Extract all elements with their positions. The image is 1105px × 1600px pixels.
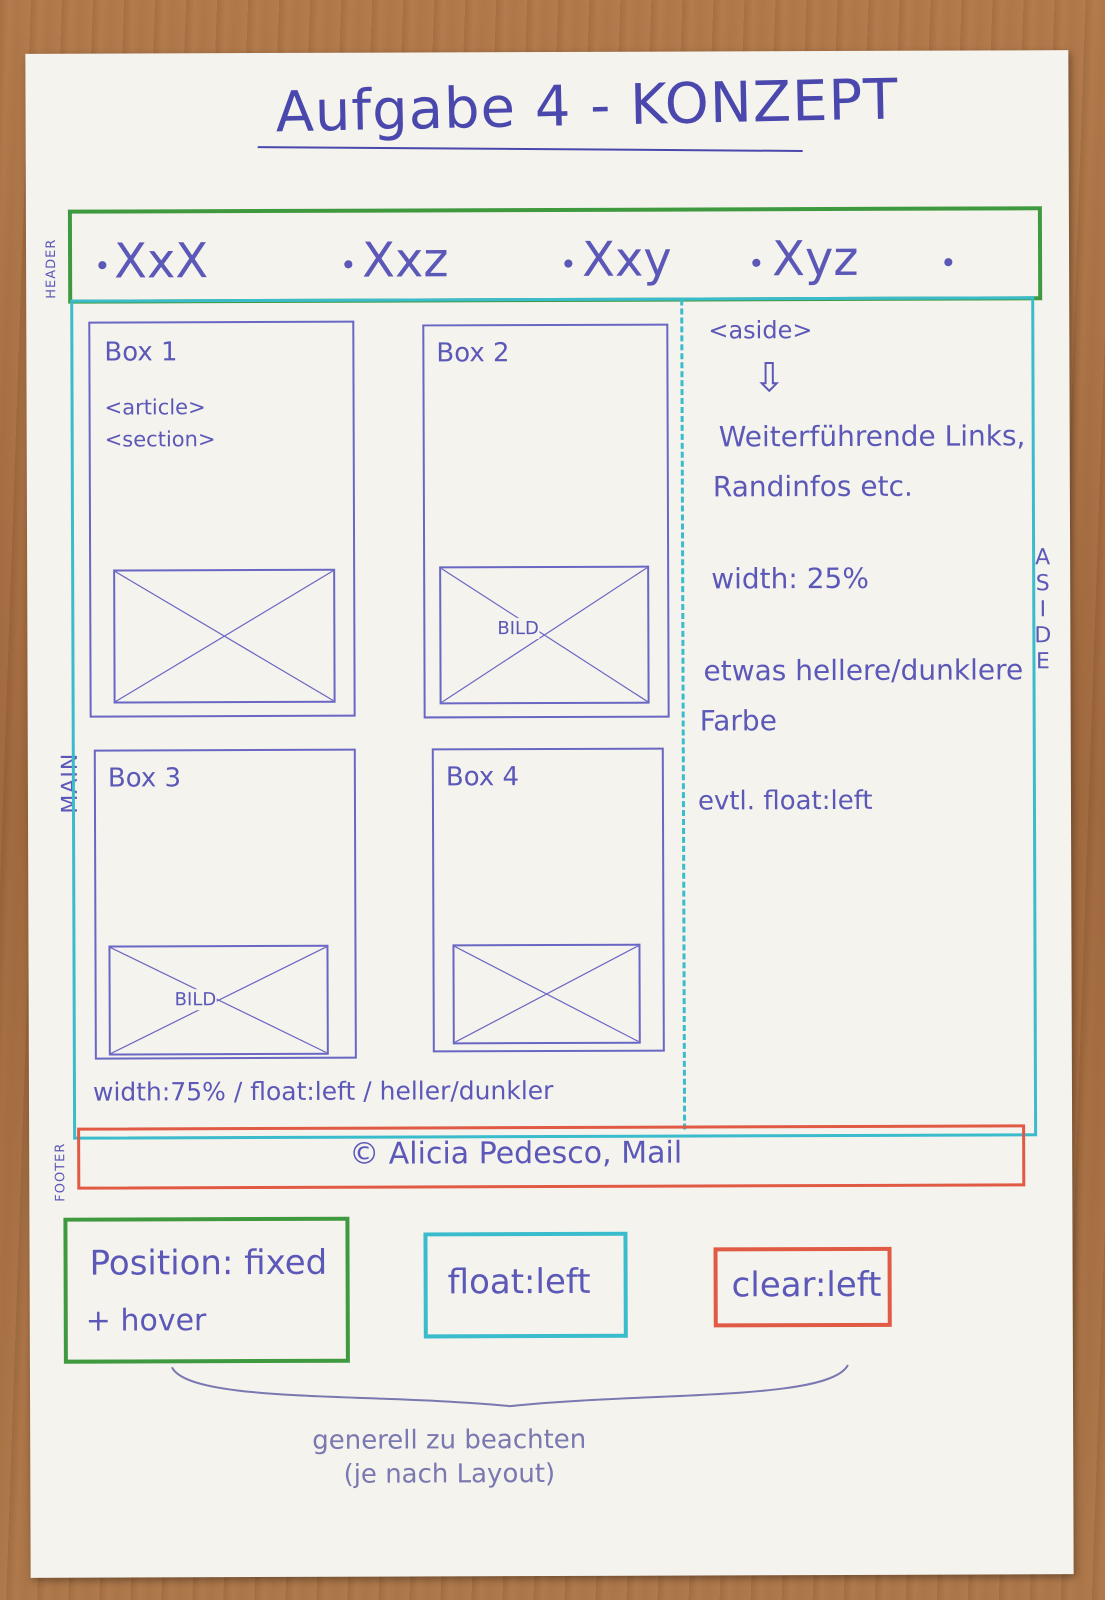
image-cross-icon <box>454 946 638 1043</box>
footer-side-label: FOOTER <box>53 1142 69 1202</box>
aside-line: width: 25% <box>711 561 869 596</box>
nav-bullet-icon: • <box>94 249 111 283</box>
box-title: Box 1 <box>104 337 178 368</box>
nav-item-3[interactable]: Xxy <box>581 231 672 288</box>
legend-footer-box: clear:left <box>713 1246 892 1328</box>
legend-header-box: Position: fixed + hover <box>63 1216 350 1364</box>
header-box: • XxX • Xxz • Xxy • Xyz • <box>67 206 1043 304</box>
box-title: Box 4 <box>445 762 520 793</box>
nav-bullet-icon: • <box>560 247 577 281</box>
legend-header-line-2: + hover <box>85 1303 207 1339</box>
box-note: <section> <box>104 427 216 452</box>
aside-line: etwas hellere/dunklere <box>703 653 1024 688</box>
brace-icon <box>171 1364 849 1408</box>
general-note: generell zu beachten (je nach Layout) <box>312 1424 586 1493</box>
aside-line: evtl. float:left <box>697 785 873 817</box>
box-title: Box 2 <box>436 338 510 369</box>
image-placeholder <box>113 568 336 704</box>
title-underline <box>257 146 803 152</box>
legend-header-line-1: Position: fixed <box>89 1242 328 1284</box>
footer-copyright: © Alicia Pedesco, Mail <box>349 1135 683 1172</box>
image-cross-icon <box>441 568 647 703</box>
page-title: Aufgabe 4 - KONZEPT <box>274 67 900 146</box>
general-note-line-2: (je nach Layout) <box>343 1458 556 1490</box>
aside-line: Randinfos etc. <box>712 469 913 504</box>
nav-item-2[interactable]: Xxz <box>361 232 449 289</box>
aside-line: Farbe <box>699 704 777 738</box>
content-box-2: Box 2 BILD <box>422 323 670 719</box>
arrow-down-icon: ⇩ <box>752 355 787 402</box>
box-title: Box 3 <box>107 763 182 794</box>
nav-bullet-icon: • <box>340 248 357 282</box>
aside-side-label: ASIDE <box>1034 545 1053 675</box>
paper-sheet: Aufgabe 4 - KONZEPT HEADER • XxX • Xxz •… <box>25 50 1074 1578</box>
aside-line: Weiterführende Links, <box>718 419 1026 454</box>
main-width-note: width:75% / float:left / heller/dunkler <box>92 1075 554 1107</box>
nav-item-4[interactable]: Xyz <box>771 230 859 288</box>
image-placeholder: BILD <box>108 944 329 1056</box>
legend-main-text: float:left <box>447 1261 591 1303</box>
nav-item-1[interactable]: XxX <box>113 233 209 290</box>
image-cross-icon <box>115 571 333 702</box>
content-box-3: Box 3 BILD <box>93 748 357 1060</box>
image-placeholder <box>452 943 641 1045</box>
content-box-4: Box 4 <box>431 747 665 1053</box>
legend-main-box: float:left <box>423 1231 628 1339</box>
legend-footer-text: clear:left <box>731 1264 882 1306</box>
content-box-1: Box 1 <article> <section> <box>88 320 356 718</box>
image-cross-icon <box>110 947 326 1054</box>
image-label: BILD <box>174 989 217 1011</box>
nav-bullet-icon: • <box>940 246 957 280</box>
nav-bullet-icon: • <box>748 247 765 281</box>
header-side-label: HEADER <box>43 238 60 299</box>
aside-tag: <aside> <box>708 316 813 345</box>
image-placeholder: BILD <box>439 565 650 705</box>
box-note: <article> <box>104 395 206 420</box>
image-label: BILD <box>497 618 539 640</box>
general-note-line-1: generell zu beachten <box>312 1424 587 1456</box>
